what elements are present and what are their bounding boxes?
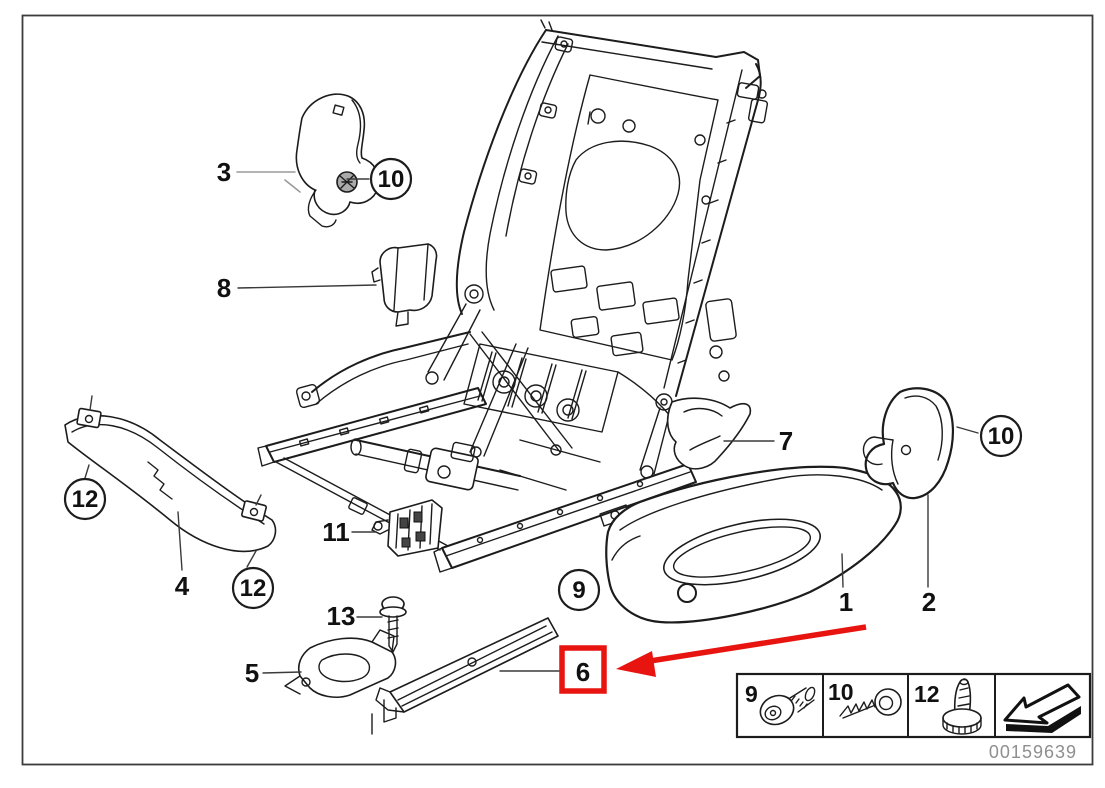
legend-cell-12: 12 [914, 678, 982, 735]
part-3-cover [284, 93, 380, 228]
red-highlight: 6 [559, 624, 867, 694]
callout-13: 13 [327, 601, 356, 631]
circle-callout-9: 9 [557, 568, 601, 612]
part-11-module [371, 499, 443, 557]
legend-cell-10: 10 [828, 679, 902, 719]
red-highlight-box [559, 645, 607, 694]
circle-callout-9-label: 9 [572, 577, 585, 604]
backrest-frame [425, 19, 769, 479]
part-5-bracket [284, 629, 397, 698]
circle-callout-10-upper: 10 [369, 157, 413, 201]
circle-callout-12-right: 12 [231, 566, 275, 610]
circle-callout-10-upper-label: 10 [378, 166, 405, 193]
legend-cell-arrow [1003, 683, 1081, 733]
part-8-cover [371, 243, 438, 327]
expansion-rivet-icon [942, 678, 982, 735]
callout-11: 11 [322, 517, 350, 547]
legend-ref-12: 12 [914, 681, 940, 707]
circle-callout-10-right-label: 10 [988, 423, 1015, 450]
callout-7: 7 [779, 426, 793, 456]
callout-3: 3 [217, 157, 231, 187]
part-6-rail-cover [371, 617, 559, 735]
red-arrow [616, 624, 867, 677]
part-13-screw [379, 596, 407, 653]
legend-cell-9: 9 [745, 681, 816, 726]
legend-ref-9: 9 [745, 681, 758, 707]
callout-8: 8 [217, 273, 231, 303]
part-4-trim-strip [64, 395, 277, 553]
leader-lines [84, 171, 979, 674]
torx-button-screw-icon [759, 686, 816, 726]
callout-1: 1 [839, 587, 853, 617]
legend-ref-10: 10 [828, 679, 854, 705]
part-2-recliner-cover [862, 387, 955, 500]
circle-callout-12-left-label: 12 [72, 486, 99, 513]
circle-callout-12-left: 12 [63, 477, 107, 521]
legend-table: 9 10 12 [735, 672, 1092, 739]
direction-arrow-icon [1003, 683, 1081, 733]
drawing-number: 00159639 [989, 742, 1077, 762]
part-1-side-trim [605, 465, 902, 624]
callout-2: 2 [922, 587, 936, 617]
callout-5: 5 [245, 658, 259, 688]
self-tapping-screw-icon [839, 688, 902, 719]
part-7-trim [666, 397, 752, 470]
frame-border [21, 14, 1094, 766]
callout-4: 4 [175, 571, 190, 601]
circle-callout-10-right: 10 [979, 414, 1023, 458]
circle-callout-12-right-label: 12 [240, 575, 267, 602]
callout-6: 6 [576, 657, 590, 687]
